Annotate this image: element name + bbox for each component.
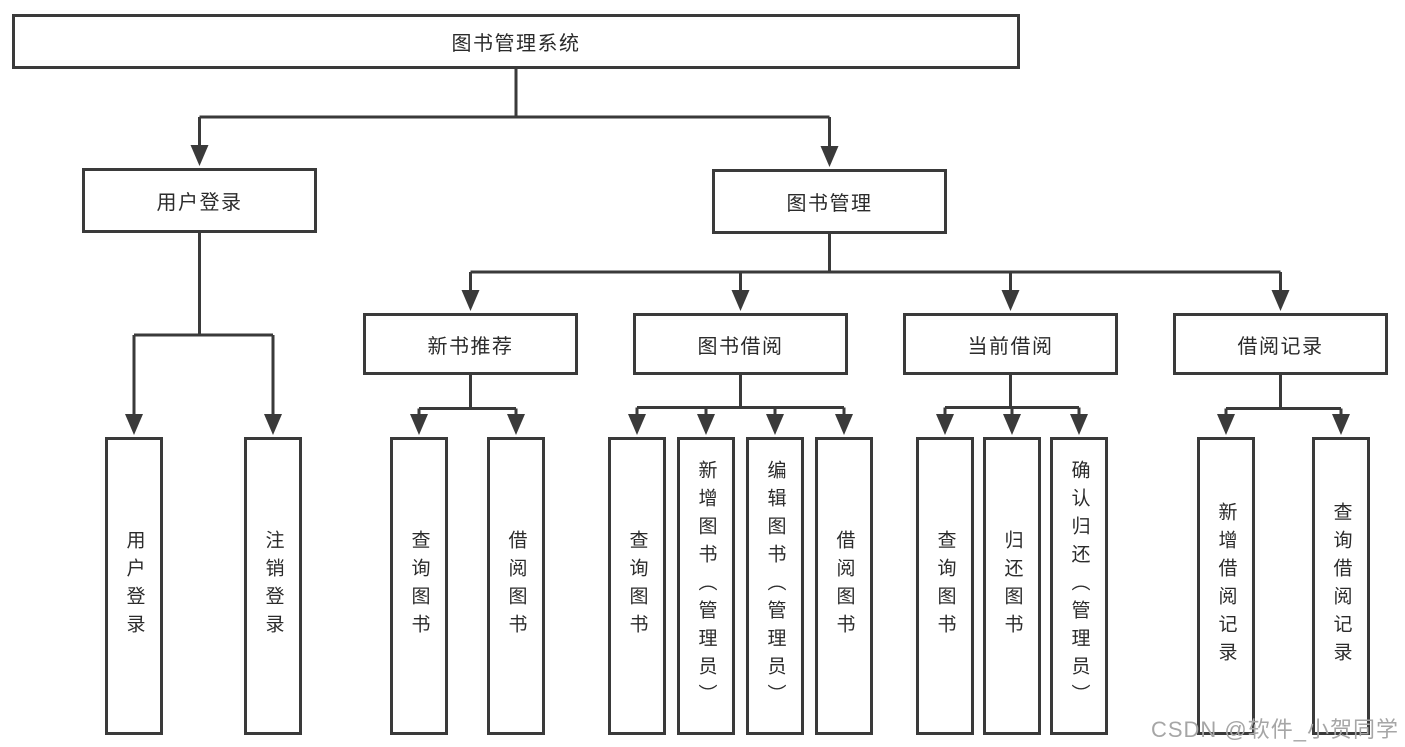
arrow-down-icon (190, 145, 209, 166)
leaf-borrow-books: 借阅图书 (487, 437, 545, 735)
node-label: 确认归还（管理员） (1068, 460, 1090, 712)
node-label: 注销登录 (262, 530, 284, 642)
node-label: 查询图书 (934, 530, 956, 642)
node-label: 查询图书 (408, 530, 430, 642)
node-borrowing-records: 借阅记录 (1173, 313, 1388, 375)
arrow-down-icon (461, 290, 480, 311)
watermark: CSDN @软件_小贺同学 (1150, 717, 1399, 742)
leaf-edit-books-admin: 编辑图书（管理员） (746, 437, 804, 735)
arrow-down-icon (1271, 290, 1290, 311)
node-label: 归还图书 (1001, 530, 1023, 642)
leaf-return-books: 归还图书 (983, 437, 1041, 735)
node-label: 编辑图书（管理员） (764, 460, 786, 712)
node-library-management-system: 图书管理系统 (12, 14, 1020, 69)
arrow-down-icon (766, 414, 784, 435)
leaf-add-borrow-record: 新增借阅记录 (1197, 437, 1255, 735)
arrow-down-icon (820, 146, 839, 167)
branch-current-borrowing (936, 375, 1088, 435)
leaf-confirm-return-admin: 确认归还（管理员） (1050, 437, 1108, 735)
arrow-down-icon (731, 290, 750, 311)
node-label: 借阅图书 (833, 530, 855, 642)
node-book-borrowing: 图书借阅 (633, 313, 848, 375)
arrow-down-icon (697, 414, 715, 435)
node-current-borrowing: 当前借阅 (903, 313, 1118, 375)
node-user-login: 用户登录 (82, 168, 317, 233)
arrow-down-icon (1332, 414, 1350, 435)
arrow-down-icon (507, 414, 525, 435)
arrow-down-icon (264, 414, 282, 435)
node-label: 图书管理 (786, 193, 873, 215)
leaf-logout-login: 注销登录 (244, 437, 302, 735)
node-label: 用户登录 (123, 530, 145, 642)
arrow-down-icon (1070, 414, 1088, 435)
node-label: 借阅记录 (1237, 335, 1324, 358)
node-label: 新书推荐 (427, 335, 514, 358)
branch-book-management (461, 234, 1290, 311)
branch-user-login (125, 233, 282, 435)
arrow-down-icon (410, 414, 428, 435)
node-label: 新增图书（管理员） (695, 460, 717, 712)
leaf-query-books-3: 查询图书 (916, 437, 974, 735)
leaf-user-login: 用户登录 (105, 437, 163, 735)
leaf-query-books-2: 查询图书 (608, 437, 666, 735)
arrow-down-icon (1001, 290, 1020, 311)
node-label: 用户登录 (156, 192, 243, 214)
branch-book-borrowing (628, 375, 853, 435)
arrow-down-icon (1217, 414, 1235, 435)
leaf-borrow-books-2: 借阅图书 (815, 437, 873, 735)
node-new-book-recommendation: 新书推荐 (363, 313, 578, 375)
branch-root (190, 69, 839, 167)
leaf-query-borrow-record: 查询借阅记录 (1312, 437, 1370, 735)
node-label: 图书管理系统 (451, 33, 581, 55)
arrow-down-icon (835, 414, 853, 435)
node-label: 当前借阅 (967, 335, 1054, 358)
arrow-down-icon (628, 414, 646, 435)
branch-new-book-recommendation (410, 375, 525, 435)
node-book-management: 图书管理 (712, 169, 947, 234)
node-label: 借阅图书 (505, 530, 527, 642)
leaf-query-books: 查询图书 (390, 437, 448, 735)
leaf-add-books-admin: 新增图书（管理员） (677, 437, 735, 735)
node-label: 查询借阅记录 (1330, 502, 1352, 670)
arrow-down-icon (125, 414, 143, 435)
node-label: 查询图书 (626, 530, 648, 642)
arrow-down-icon (1003, 414, 1021, 435)
node-label: 图书借阅 (697, 335, 784, 358)
arrow-down-icon (936, 414, 954, 435)
node-label: 新增借阅记录 (1215, 502, 1237, 670)
branch-borrowing-records (1217, 375, 1350, 435)
